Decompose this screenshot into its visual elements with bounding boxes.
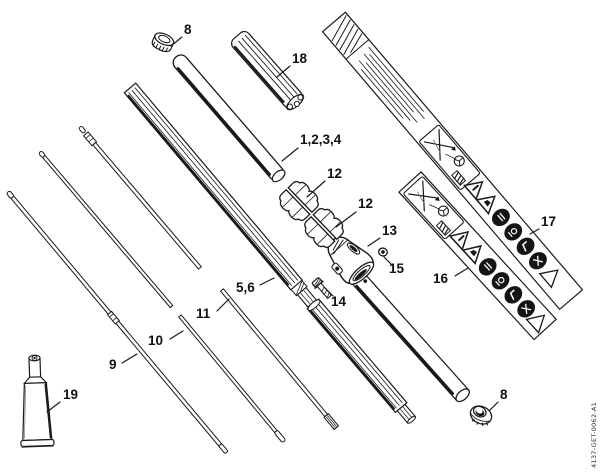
warning-triangle-icon	[448, 230, 482, 265]
leader-shaft-upper	[216, 298, 230, 312]
part-label-strip-long	[321, 11, 584, 311]
callout-shaft-middle: 10	[148, 333, 163, 348]
strip-info-block	[403, 176, 464, 240]
part-clamp-lower	[304, 207, 344, 249]
callout-grip: 18	[292, 51, 308, 66]
shaft-tip	[218, 443, 228, 454]
warning-triangle-icon	[463, 180, 496, 216]
shadow-edge	[309, 309, 395, 410]
leader-shaft-lower	[121, 353, 138, 364]
part-shaft-9	[6, 190, 228, 454]
callout-screw: 14	[331, 294, 347, 309]
drawing-code: 4137-GET-0062-A1	[590, 402, 598, 468]
callout-strip-long: 17	[541, 214, 556, 229]
callout-strip-short: 16	[433, 271, 449, 286]
leader-screw	[324, 287, 334, 297]
shaft-tip	[274, 430, 286, 443]
callout-shaft-lower: 9	[109, 357, 117, 372]
strip-info-block	[419, 124, 480, 190]
part-label-strip-short	[398, 171, 558, 341]
splined-tip	[323, 412, 340, 431]
callout-nut: 15	[389, 261, 405, 276]
tube-mouth	[271, 169, 286, 183]
callout-cap-top: 8	[184, 22, 192, 37]
leader-strip-short	[454, 267, 469, 277]
part-nut	[378, 247, 388, 257]
callout-shaft-upper: 11	[196, 306, 211, 321]
strip-pinstripes	[358, 47, 425, 123]
callout-clamp-upper: 12	[327, 166, 342, 181]
part-inner-tube-upper	[123, 82, 317, 308]
part-cap-bottom	[469, 405, 493, 427]
part-clamp-upper	[279, 180, 319, 222]
safety-pictogram-icons	[478, 258, 536, 318]
shaft-ferrule	[106, 310, 120, 325]
outline-triangle-icon	[538, 269, 559, 289]
callout-drive-tube: 1,2,3,4	[300, 132, 342, 147]
callout-clamp-lower: 12	[358, 196, 373, 211]
tube-mouth	[455, 388, 470, 403]
part-grease-tube	[20, 354, 55, 448]
leader-cap-bottom	[489, 401, 499, 411]
strip-hatch	[331, 15, 363, 55]
part-shaft-10-upper	[38, 151, 174, 309]
leader-coupling	[367, 237, 381, 247]
shadow-edge	[127, 94, 290, 286]
part-cap-top	[151, 32, 175, 53]
part-shaft-11-lower	[219, 288, 340, 431]
leader-clamp-upper	[306, 180, 326, 198]
callout-inner-tube: 5,6	[236, 280, 255, 295]
leader-grease-tube	[46, 401, 61, 413]
part-grip	[230, 30, 305, 111]
part-inner-tube-lower	[306, 298, 417, 424]
part-shaft-11-upper	[78, 126, 202, 270]
part-shaft-10-lower	[178, 314, 286, 443]
shadow-edge	[355, 284, 455, 395]
shadow-edge	[233, 45, 285, 103]
mounting-hole	[363, 279, 368, 283]
outline-triangle-icon	[525, 314, 546, 334]
shadow-edge	[176, 67, 271, 176]
callout-labels: 8 18 1,2,3,4 12 12 13 15 14 16 17 5,6 11…	[63, 22, 556, 402]
part-lower-tube	[350, 270, 470, 403]
safety-pictogram-icons	[492, 208, 547, 270]
leader-drive-tube	[281, 147, 299, 162]
leader-strip-long	[529, 228, 540, 235]
leader-clamp-lower	[335, 211, 357, 228]
leader-cap-top	[170, 36, 183, 47]
callout-coupling: 13	[382, 223, 398, 238]
leader-inner-tube	[259, 277, 275, 286]
leader-nut	[383, 256, 392, 265]
callout-grease-tube: 19	[63, 387, 78, 402]
part-screw	[311, 277, 333, 300]
part-drive-tube	[172, 54, 286, 183]
part-coupling	[327, 236, 375, 285]
leader-shaft-middle	[169, 330, 184, 340]
leader-lines	[46, 36, 540, 413]
leader-grip	[276, 65, 291, 78]
callout-cap-bottom: 8	[500, 387, 508, 402]
